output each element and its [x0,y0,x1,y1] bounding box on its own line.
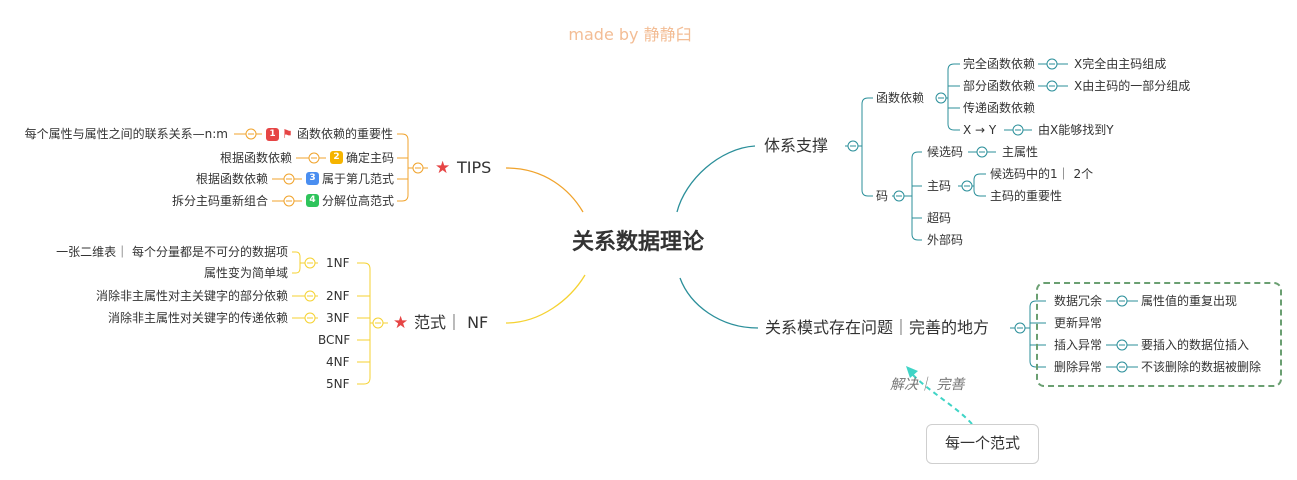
problem-update[interactable]: 更新异常 [1054,316,1103,330]
topic-nf[interactable]: 范式｜ NF [414,313,489,332]
nf3-note[interactable]: 消除非主属性对关键字的传递依赖 [107,311,288,325]
problem-delete-note[interactable]: 不该删除的数据被删除 [1141,360,1262,374]
problem-redundancy-note[interactable]: 属性值的重复出现 [1141,294,1238,308]
nf-item-3nf[interactable]: 3NF [326,311,350,325]
code-candidate[interactable]: 候选码 [927,145,964,159]
central-topic[interactable]: 关系数据理论 [571,230,705,255]
problem-redundancy[interactable]: 数据冗余 [1054,294,1103,308]
credit-text: made by 静静臼 [568,25,692,44]
priority-1-icon: 1 [266,128,279,141]
problem-delete[interactable]: 删除异常 [1054,360,1103,374]
code-primary-note-2[interactable]: 主码的重要性 [990,189,1063,203]
connector-center-tips [505,167,584,213]
relation-arrowhead [906,366,918,378]
fd-item-transitive[interactable]: 传递函数依赖 [963,101,1036,115]
topic-tips[interactable]: TIPS [457,158,492,177]
code-super[interactable]: 超码 [927,211,952,225]
nf-item-bcnf[interactable]: BCNF [318,333,351,347]
nf1-note-b[interactable]: 属性变为简单域 [203,266,288,280]
tips-collapse-circles [245,128,424,207]
code-topic[interactable]: 码 [876,189,889,203]
problem-insert[interactable]: 插入异常 [1054,338,1103,352]
star-icon: ★ [435,158,451,178]
topic-problems[interactable]: 关系模式存在问题｜完善的地方 [765,318,990,337]
tips-item-1[interactable]: 函数依赖的重要性 [297,127,394,141]
code-primary-note-1[interactable]: 候选码中的1｜ 2个 [990,167,1094,181]
code-primary[interactable]: 主码 [927,179,952,193]
topic-support[interactable]: 体系支撑 [764,136,829,155]
fd-item-xy[interactable]: X → Y [963,123,997,137]
tips-note-1[interactable]: 每个属性与属性之间的联系关系—n:m [24,127,228,141]
connector-center-problems [679,277,759,329]
fd-note-partial[interactable]: X由主码的一部分组成 [1074,79,1191,93]
tips-item-4[interactable]: 分解位高范式 [322,194,395,208]
nf-item-5nf[interactable]: 5NF [326,377,350,391]
tips-connectors [234,133,428,202]
priority-2-icon: 2 [330,151,343,164]
fd-note-full[interactable]: X完全由主码组成 [1074,57,1167,71]
tips-note-4[interactable]: 拆分主码重新组合 [171,194,268,208]
flag-icon: ⚑ [282,127,293,141]
nf-item-2nf[interactable]: 2NF [326,289,350,303]
relation-arrow [912,374,973,425]
tips-item-2[interactable]: 确定主码 [346,151,395,165]
problem-insert-note[interactable]: 要插入的数据位插入 [1141,338,1250,352]
priority-4-icon: 4 [306,194,319,207]
fd-item-full[interactable]: 完全函数依赖 [963,57,1036,71]
nf2-note[interactable]: 消除非主属性对主关键字的部分依赖 [95,289,288,303]
star-icon: ★ [393,313,409,333]
nf-item-1nf[interactable]: 1NF [326,256,350,270]
nf-item-4nf[interactable]: 4NF [326,355,350,369]
fd-note-xy[interactable]: 由X能够找到Y [1038,123,1114,137]
nf1-note-a[interactable]: 一张二维表｜ 每个分量都是不可分的数据项 [56,245,288,259]
tips-note-3[interactable]: 根据函数依赖 [195,172,268,186]
connector-center-nf [505,274,586,324]
priority-3-icon: 3 [306,172,319,185]
fd-topic[interactable]: 函数依赖 [876,91,925,105]
fd-item-partial[interactable]: 部分函数依赖 [963,79,1036,93]
relation-label[interactable]: 解决｜ 完善 [890,377,965,393]
connector-center-support [676,145,756,213]
tips-note-2[interactable]: 根据函数依赖 [219,151,292,165]
boundary-box [1036,282,1282,387]
code-foreign[interactable]: 外部码 [927,233,964,247]
code-candidate-note[interactable]: 主属性 [1002,145,1039,159]
tips-item-3[interactable]: 属于第几范式 [322,172,395,186]
floating-topic-box[interactable]: 每一个范式 [926,424,1039,464]
